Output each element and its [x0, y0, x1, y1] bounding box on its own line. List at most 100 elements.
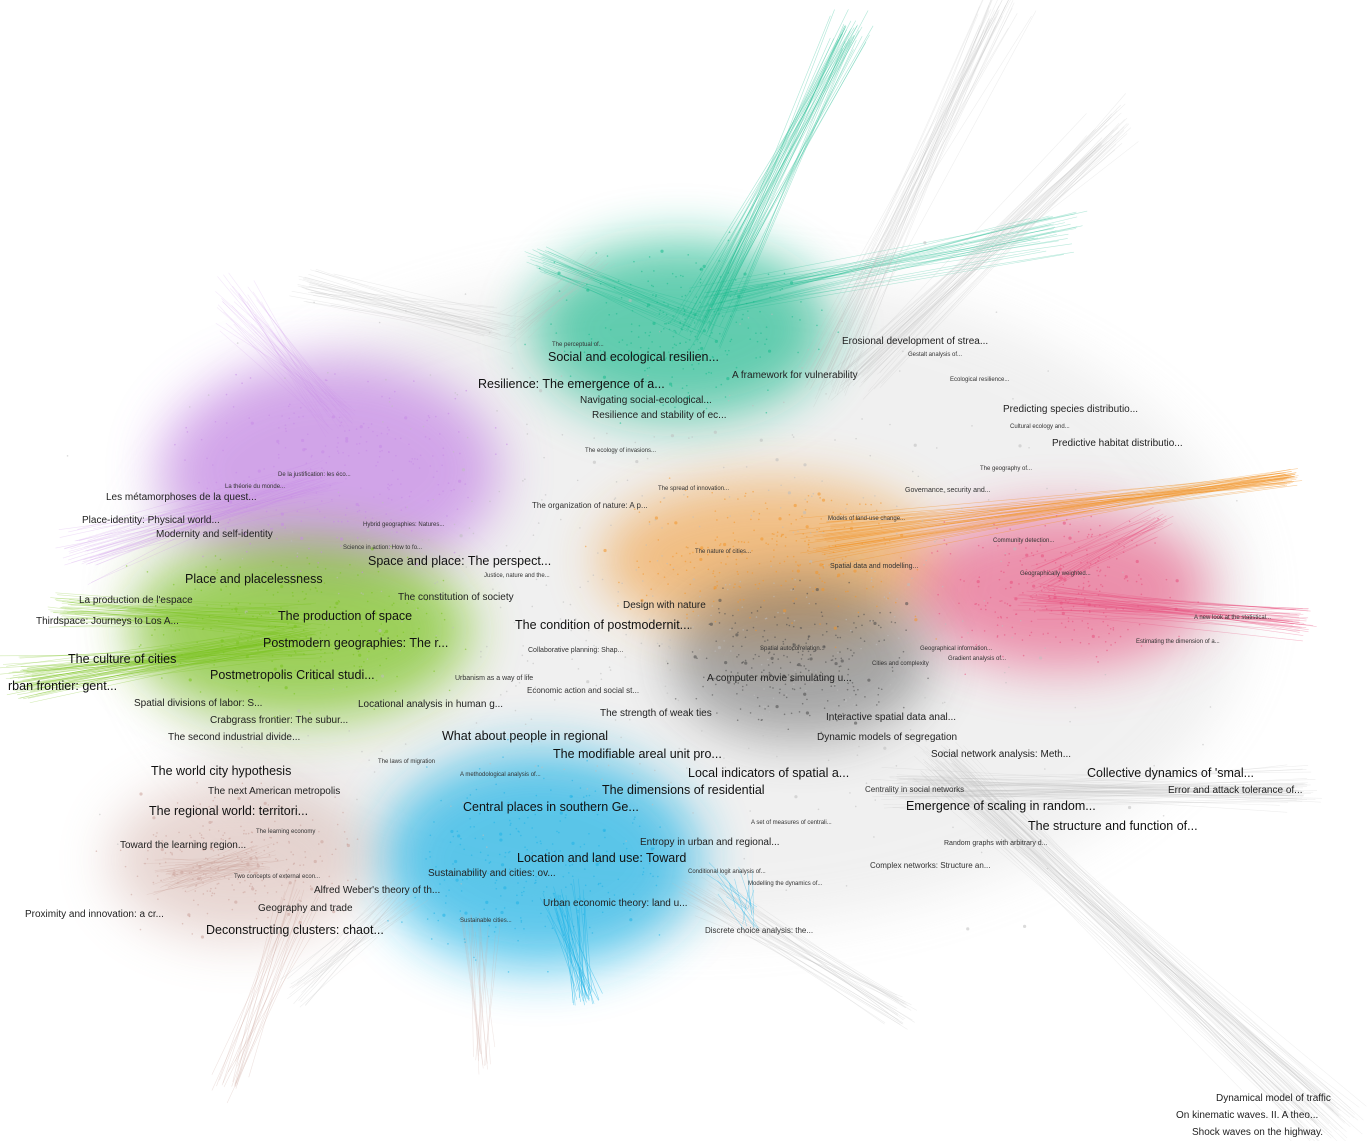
- node-dot: [1047, 632, 1049, 635]
- node-dot: [596, 765, 599, 767]
- node-dot: [358, 452, 360, 455]
- node-dot: [324, 445, 327, 447]
- edge: [714, 883, 904, 1025]
- node-dot: [406, 506, 408, 508]
- edge: [60, 610, 320, 614]
- node-dot: [662, 404, 664, 406]
- node-dot: [327, 371, 329, 374]
- edge: [62, 615, 312, 636]
- node-dot: [269, 836, 271, 839]
- node-dot: [154, 628, 156, 631]
- node-dot: [259, 828, 262, 831]
- node-dot: [647, 374, 649, 377]
- node-dot: [225, 585, 228, 588]
- edge: [950, 762, 1320, 1141]
- edge: [1021, 519, 1149, 559]
- node-dot: [819, 623, 821, 625]
- node-dot: [443, 618, 446, 621]
- node-dot: [1067, 601, 1069, 604]
- node-dot: [716, 536, 719, 538]
- node-dot: [688, 348, 690, 351]
- node-dot: [316, 508, 319, 510]
- node-dot: [584, 884, 587, 887]
- node-dot: [961, 620, 964, 622]
- node-dot: [767, 705, 770, 707]
- node-dot: [328, 875, 331, 878]
- node-dot: [458, 554, 461, 557]
- node-label: The second industrial divide...: [168, 732, 300, 743]
- edge: [1058, 515, 1167, 582]
- edge: [61, 607, 308, 638]
- node-dot: [459, 534, 463, 538]
- edge: [1038, 594, 1309, 630]
- node-dot: [684, 560, 687, 563]
- edge: [221, 298, 351, 416]
- node-dot: [838, 670, 841, 672]
- node-dot: [577, 911, 579, 913]
- edge: [913, 779, 1321, 803]
- node-dot: [921, 520, 924, 522]
- node-dot: [332, 910, 336, 914]
- node-dot: [867, 678, 871, 682]
- node-dot: [280, 473, 283, 476]
- node-dot: [345, 439, 349, 443]
- node-dot: [925, 739, 928, 742]
- node-dot: [155, 835, 157, 838]
- node-dot: [593, 644, 595, 647]
- node-dot: [667, 351, 670, 353]
- node-dot: [1073, 540, 1076, 543]
- node-dot: [644, 369, 646, 372]
- node-dot: [493, 821, 496, 824]
- node-label: Spatial divisions of labor: S...: [134, 698, 262, 709]
- node-dot: [853, 569, 857, 573]
- node-dot: [726, 516, 729, 519]
- edge: [860, 138, 1117, 384]
- node-dot: [445, 895, 447, 897]
- node-dot: [336, 633, 338, 635]
- node-dot: [464, 648, 467, 651]
- node-dot: [309, 616, 312, 618]
- node-dot: [411, 457, 414, 460]
- node-dot: [817, 492, 821, 496]
- node-dot: [865, 782, 868, 784]
- edge: [727, 228, 1054, 285]
- node-dot: [502, 756, 504, 758]
- node-dot: [550, 323, 552, 325]
- edge: [539, 269, 686, 331]
- edge: [929, 782, 1360, 1108]
- node-dot: [792, 683, 795, 686]
- node-dot: [760, 671, 763, 674]
- edge: [12, 648, 296, 673]
- node-dot: [695, 697, 698, 700]
- node-dot: [214, 659, 216, 662]
- node-dot: [674, 356, 676, 359]
- node-dot: [827, 519, 829, 522]
- node-dot: [652, 875, 654, 878]
- edge: [939, 775, 1319, 1099]
- node-dot: [1107, 624, 1109, 627]
- node-dot: [794, 585, 796, 588]
- edge: [230, 288, 347, 414]
- node-dot: [401, 496, 403, 499]
- edge: [28, 637, 311, 699]
- edge: [701, 24, 845, 356]
- node-dot: [995, 311, 998, 313]
- node-dot: [429, 374, 432, 376]
- node-dot: [704, 359, 706, 362]
- node-dot: [846, 503, 848, 506]
- node-dot: [652, 285, 655, 288]
- node-dot: [876, 605, 878, 608]
- node-dot: [216, 883, 219, 885]
- node-dot: [215, 481, 218, 484]
- node-label: Economic action and social st...: [527, 686, 639, 695]
- node-dot: [313, 859, 317, 864]
- edge: [884, 785, 1298, 809]
- node-dot: [562, 875, 565, 878]
- node-dot: [1046, 487, 1048, 490]
- node-dot: [764, 705, 767, 708]
- edge: [809, 474, 1286, 564]
- node-dot: [693, 578, 695, 581]
- node-dot: [181, 850, 183, 853]
- node-dot: [711, 332, 713, 334]
- edge: [297, 284, 516, 329]
